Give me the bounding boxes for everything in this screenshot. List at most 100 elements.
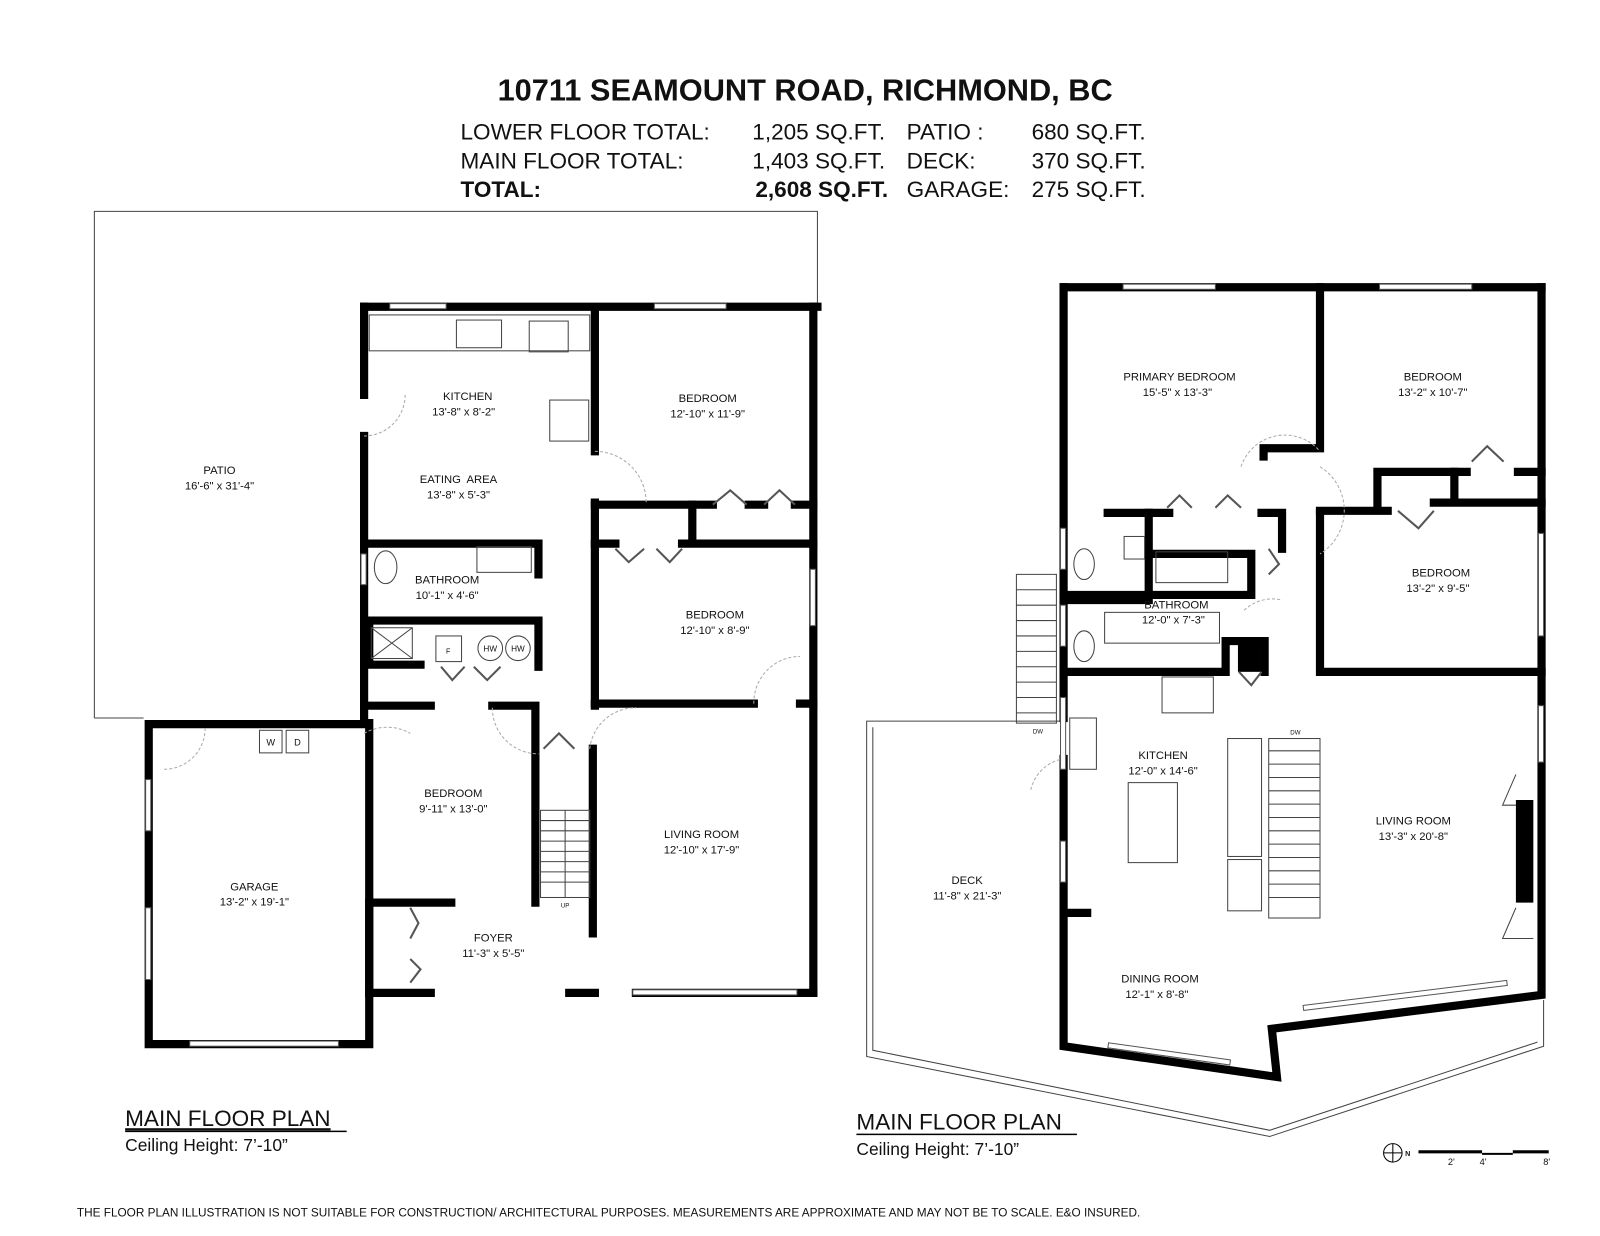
windows [1060,283,1545,1066]
furnace-icon [435,635,463,663]
summary-value: 275 SQ.FT. [1032,177,1146,202]
dryer-label: D [294,738,301,748]
sink-icon [1123,535,1146,560]
room-labels: PRIMARY BEDROOM 15'-5" x 13'-3" BEDROOM 13… [933,372,1470,1001]
svg-text:13'-2" x 19'-1": 13'-2" x 19'-1" [220,897,289,909]
svg-text:KITCHEN: KITCHEN [1138,750,1187,762]
svg-text:GARAGE: GARAGE [230,881,279,893]
svg-text:12'-10" x 11'-9": 12'-10" x 11'-9" [670,408,745,420]
svg-text:PATIO: PATIO [203,465,235,477]
svg-text:BATHROOM: BATHROOM [1144,599,1208,611]
left-floor-plan: F HW HW W D UP PATIO 16'-6" x 31'-4" KITC… [93,210,822,1155]
deck-outline [866,720,1545,1137]
summary-value: 680 SQ.FT. [1032,120,1146,145]
fridge-icon [549,399,590,442]
svg-text:DINING ROOM: DINING ROOM [1121,974,1199,986]
svg-text:BEDROOM: BEDROOM [679,393,737,405]
bathtub-icon [1155,551,1229,584]
svg-text:10'-1" x 4'-6": 10'-1" x 4'-6" [416,590,479,602]
bathroom-vanity [476,546,532,573]
washer-label: W [266,738,275,748]
kitchen-counter [368,314,591,352]
summary-label: LOWER FLOOR TOTAL: [461,120,710,145]
water-heater-label: HW [483,644,497,653]
summary-value: 370 SQ.FT. [1032,148,1146,173]
svg-text:12'-0" x 7'-3": 12'-0" x 7'-3" [1142,615,1205,627]
summary-value: 1,403 SQ.FT. [752,148,885,173]
svg-text:15'-5" x 13'-3": 15'-5" x 13'-3" [1143,387,1212,399]
svg-text:11'-3" x 5'-5": 11'-3" x 5'-5" [462,948,524,960]
summary-label: GARAGE: [907,177,1010,202]
ceiling-height: Ceiling Height: 7’-10” [856,1139,1019,1159]
closet-doors [409,488,796,984]
stair-up-label: UP [561,903,570,910]
fixtures: DW DW [1015,535,1321,919]
svg-text:13'-2" x 9'-5": 13'-2" x 9'-5" [1406,583,1469,595]
toilet-icon [1073,630,1095,663]
scale-tick: 8' [1543,1157,1550,1167]
washer-icon [258,729,283,754]
summary-value: 2,608 SQ.FT. [755,177,888,202]
dryer-icon [285,729,310,754]
svg-text:BEDROOM: BEDROOM [1412,567,1470,579]
svg-text:PRIMARY BEDROOM: PRIMARY BEDROOM [1123,372,1235,384]
svg-text:LIVING ROOM: LIVING ROOM [664,829,739,841]
right-floor-plan: DW DW PRIMARY BEDROOM 15'-5" x 13'-3" BED… [856,283,1546,1159]
north-label: N [1405,1150,1410,1158]
water-heater-icon [477,635,504,662]
double-vanity [1104,611,1220,644]
svg-text:13'-2" x 10'-7": 13'-2" x 10'-7" [1398,387,1467,399]
scale-bar: N 2' 4' 8' [1383,1143,1550,1167]
ceiling-height: Ceiling Height: 7’-10” [125,1135,288,1155]
closet-doors [1166,444,1505,687]
summary-label: DECK: [907,148,976,173]
svg-text:BEDROOM: BEDROOM [686,610,744,622]
furnace-label: F [446,647,451,655]
scale-tick: 4' [1480,1157,1487,1167]
svg-text:13'-3" x 20'-8": 13'-3" x 20'-8" [1379,831,1448,843]
summary-value: 1,205 SQ.FT. [752,120,885,145]
svg-text:13'-8" x 5'-3": 13'-8" x 5'-3" [427,490,490,502]
fridge-icon [1227,859,1263,912]
svg-text:16'-6" x 31'-4": 16'-6" x 31'-4" [185,480,254,492]
fixtures: F HW HW W D UP [258,314,591,910]
svg-text:BATHROOM: BATHROOM [415,575,479,587]
walls [144,302,822,1049]
svg-text:12'-0" x 14'-6": 12'-0" x 14'-6" [1128,765,1197,777]
chimney-block [1237,641,1261,672]
kitchen-sink-icon [1069,717,1097,770]
windows [145,303,816,1047]
walls [1059,283,1546,1082]
summary-label: TOTAL: [461,177,542,202]
water-heater-label: HW [511,644,525,653]
stove-icon [1161,676,1214,714]
svg-text:BEDROOM: BEDROOM [424,788,482,800]
patio-outline [93,210,818,719]
svg-text:EATING AREA: EATING AREA [420,474,498,486]
property-address: 10711 SEAMOUNT ROAD, RICHMOND, BC [498,73,1113,108]
toilet-icon [373,550,398,585]
shower-icon [370,627,413,660]
area-summary: LOWER FLOOR TOTAL: 1,205 SQ.FT. PATIO : … [461,120,1146,202]
svg-text:FOYER: FOYER [474,933,513,945]
svg-text:DECK: DECK [952,875,984,887]
sink-icon [455,319,503,349]
stove-icon [528,320,569,353]
summary-label: PATIO : [907,120,984,145]
door-swings [1030,434,1345,790]
svg-text:KITCHEN: KITCHEN [443,391,492,403]
scale-tick: 2' [1448,1157,1455,1167]
svg-text:9'-11" x 13'-0": 9'-11" x 13'-0" [419,803,487,815]
svg-text:BEDROOM: BEDROOM [1404,372,1462,384]
water-heater-icon [505,635,531,662]
plan-title: MAIN FLOOR PLAN [125,1106,330,1131]
staircase [540,809,591,898]
counter [1227,737,1263,857]
dishwasher-label: DW [1033,728,1043,735]
svg-text:12'-1" x 8'-8": 12'-1" x 8'-8" [1125,989,1188,1001]
toilet-icon [1073,548,1095,581]
svg-text:LIVING ROOM: LIVING ROOM [1376,816,1451,828]
staircase [1015,573,1321,919]
